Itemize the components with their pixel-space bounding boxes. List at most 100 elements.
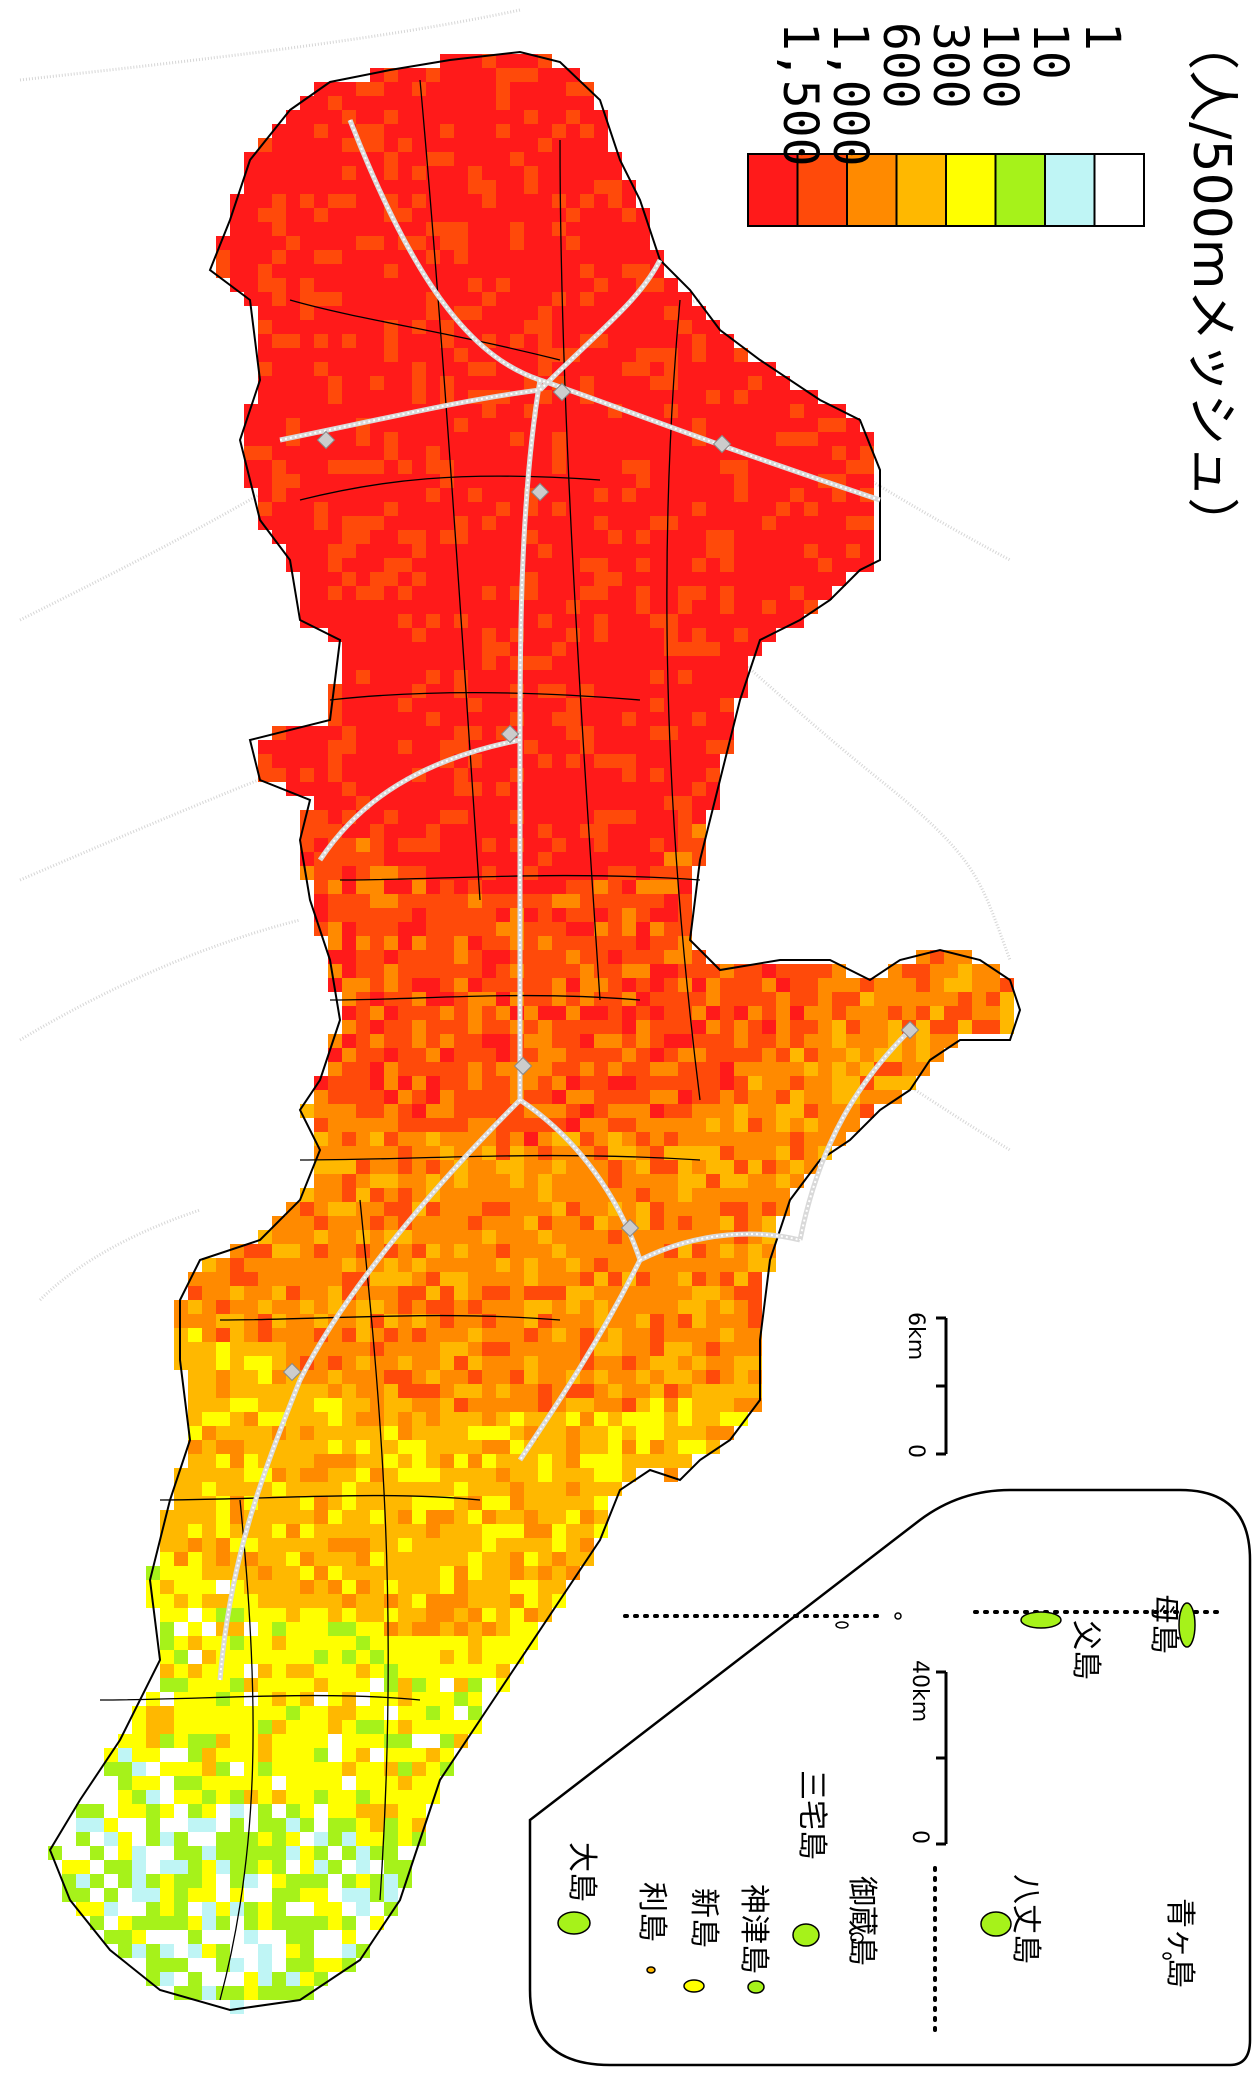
mesh-cell bbox=[314, 768, 328, 782]
mesh-cell bbox=[286, 1468, 300, 1482]
mesh-cell bbox=[370, 642, 384, 656]
mesh-cell bbox=[552, 82, 566, 96]
mesh-cell bbox=[412, 1384, 426, 1398]
mesh-cell bbox=[468, 446, 482, 460]
mesh-cell bbox=[356, 824, 370, 838]
mesh-cell bbox=[412, 236, 426, 250]
mesh-cell bbox=[762, 600, 776, 614]
mesh-cell bbox=[258, 1818, 272, 1832]
mesh-cell bbox=[146, 1790, 160, 1804]
mesh-cell bbox=[398, 1538, 412, 1552]
mesh-cell bbox=[482, 68, 496, 82]
mesh-cell bbox=[188, 1482, 202, 1496]
mesh-cell bbox=[160, 1916, 174, 1930]
mesh-cell bbox=[650, 1258, 664, 1272]
mesh-cell bbox=[426, 796, 440, 810]
mesh-cell bbox=[440, 824, 454, 838]
mesh-cell bbox=[230, 250, 244, 264]
mesh-cell bbox=[636, 1272, 650, 1286]
mesh-cell bbox=[678, 768, 692, 782]
mesh-cell bbox=[370, 1230, 384, 1244]
mesh-cell bbox=[622, 600, 636, 614]
mesh-cell bbox=[790, 432, 804, 446]
mesh-cell bbox=[664, 1342, 678, 1356]
mesh-cell bbox=[454, 334, 468, 348]
mesh-cell bbox=[818, 432, 832, 446]
mesh-cell bbox=[524, 1048, 538, 1062]
mesh-cell bbox=[174, 1762, 188, 1776]
mesh-cell bbox=[510, 1426, 524, 1440]
mesh-cell bbox=[370, 306, 384, 320]
mesh-cell bbox=[286, 166, 300, 180]
mesh-cell bbox=[132, 1804, 146, 1818]
mesh-cell bbox=[762, 978, 776, 992]
mesh-cell bbox=[328, 1104, 342, 1118]
mesh-cell bbox=[356, 1440, 370, 1454]
mesh-cell bbox=[916, 964, 930, 978]
mesh-cell bbox=[188, 1720, 202, 1734]
mesh-cell bbox=[412, 1188, 426, 1202]
mesh-cell bbox=[510, 544, 524, 558]
mesh-cell bbox=[552, 1510, 566, 1524]
mesh-cell bbox=[608, 852, 622, 866]
mesh-cell bbox=[664, 1090, 678, 1104]
mesh-cell bbox=[552, 586, 566, 600]
mesh-cell bbox=[216, 1426, 230, 1440]
mesh-cell bbox=[412, 1650, 426, 1664]
mesh-cell bbox=[160, 1832, 174, 1846]
mesh-cell bbox=[370, 1846, 384, 1860]
mesh-cell bbox=[692, 488, 706, 502]
mesh-cell bbox=[608, 866, 622, 880]
mesh-cell bbox=[482, 1580, 496, 1594]
mesh-cell bbox=[342, 544, 356, 558]
mesh-cell bbox=[328, 1552, 342, 1566]
mesh-cell bbox=[706, 656, 720, 670]
mesh-cell bbox=[524, 208, 538, 222]
mesh-cell bbox=[454, 1048, 468, 1062]
mesh-cell bbox=[244, 1384, 258, 1398]
island-shape bbox=[1020, 1611, 1062, 1629]
mesh-cell bbox=[426, 1118, 440, 1132]
mesh-cell bbox=[314, 1370, 328, 1384]
mesh-cell bbox=[482, 1524, 496, 1538]
mesh-cell bbox=[524, 1286, 538, 1300]
mesh-cell bbox=[454, 166, 468, 180]
mesh-cell bbox=[524, 1496, 538, 1510]
mesh-cell bbox=[356, 446, 370, 460]
mesh-cell bbox=[524, 1412, 538, 1426]
mesh-cell bbox=[496, 1594, 510, 1608]
mesh-cell bbox=[356, 1132, 370, 1146]
mesh-cell bbox=[524, 1342, 538, 1356]
mesh-cell bbox=[230, 1776, 244, 1790]
mesh-cell bbox=[580, 348, 594, 362]
mesh-cell bbox=[384, 418, 398, 432]
mesh-cell bbox=[384, 1874, 398, 1888]
mesh-cell bbox=[384, 1454, 398, 1468]
mesh-cell bbox=[748, 1090, 762, 1104]
mesh-cell bbox=[384, 726, 398, 740]
mesh-cell bbox=[818, 978, 832, 992]
mesh-cell bbox=[846, 1048, 860, 1062]
mesh-cell bbox=[286, 1706, 300, 1720]
mesh-cell bbox=[566, 614, 580, 628]
mesh-cell bbox=[636, 768, 650, 782]
mesh-cell bbox=[342, 586, 356, 600]
mesh-cell bbox=[90, 1846, 104, 1860]
mesh-cell bbox=[496, 1412, 510, 1426]
mesh-cell bbox=[328, 922, 342, 936]
mesh-cell bbox=[594, 656, 608, 670]
mesh-cell bbox=[314, 390, 328, 404]
mesh-cell bbox=[650, 740, 664, 754]
mesh-cell bbox=[356, 656, 370, 670]
mesh-cell bbox=[790, 1118, 804, 1132]
mesh-cell bbox=[692, 460, 706, 474]
mesh-cell bbox=[62, 1874, 76, 1888]
mesh-cell bbox=[258, 1538, 272, 1552]
mesh-cell bbox=[482, 684, 496, 698]
mesh-cell bbox=[258, 1720, 272, 1734]
mesh-cell bbox=[468, 362, 482, 376]
mesh-cell bbox=[440, 936, 454, 950]
mesh-cell bbox=[832, 544, 846, 558]
mesh-cell bbox=[342, 1832, 356, 1846]
mesh-cell bbox=[384, 1398, 398, 1412]
